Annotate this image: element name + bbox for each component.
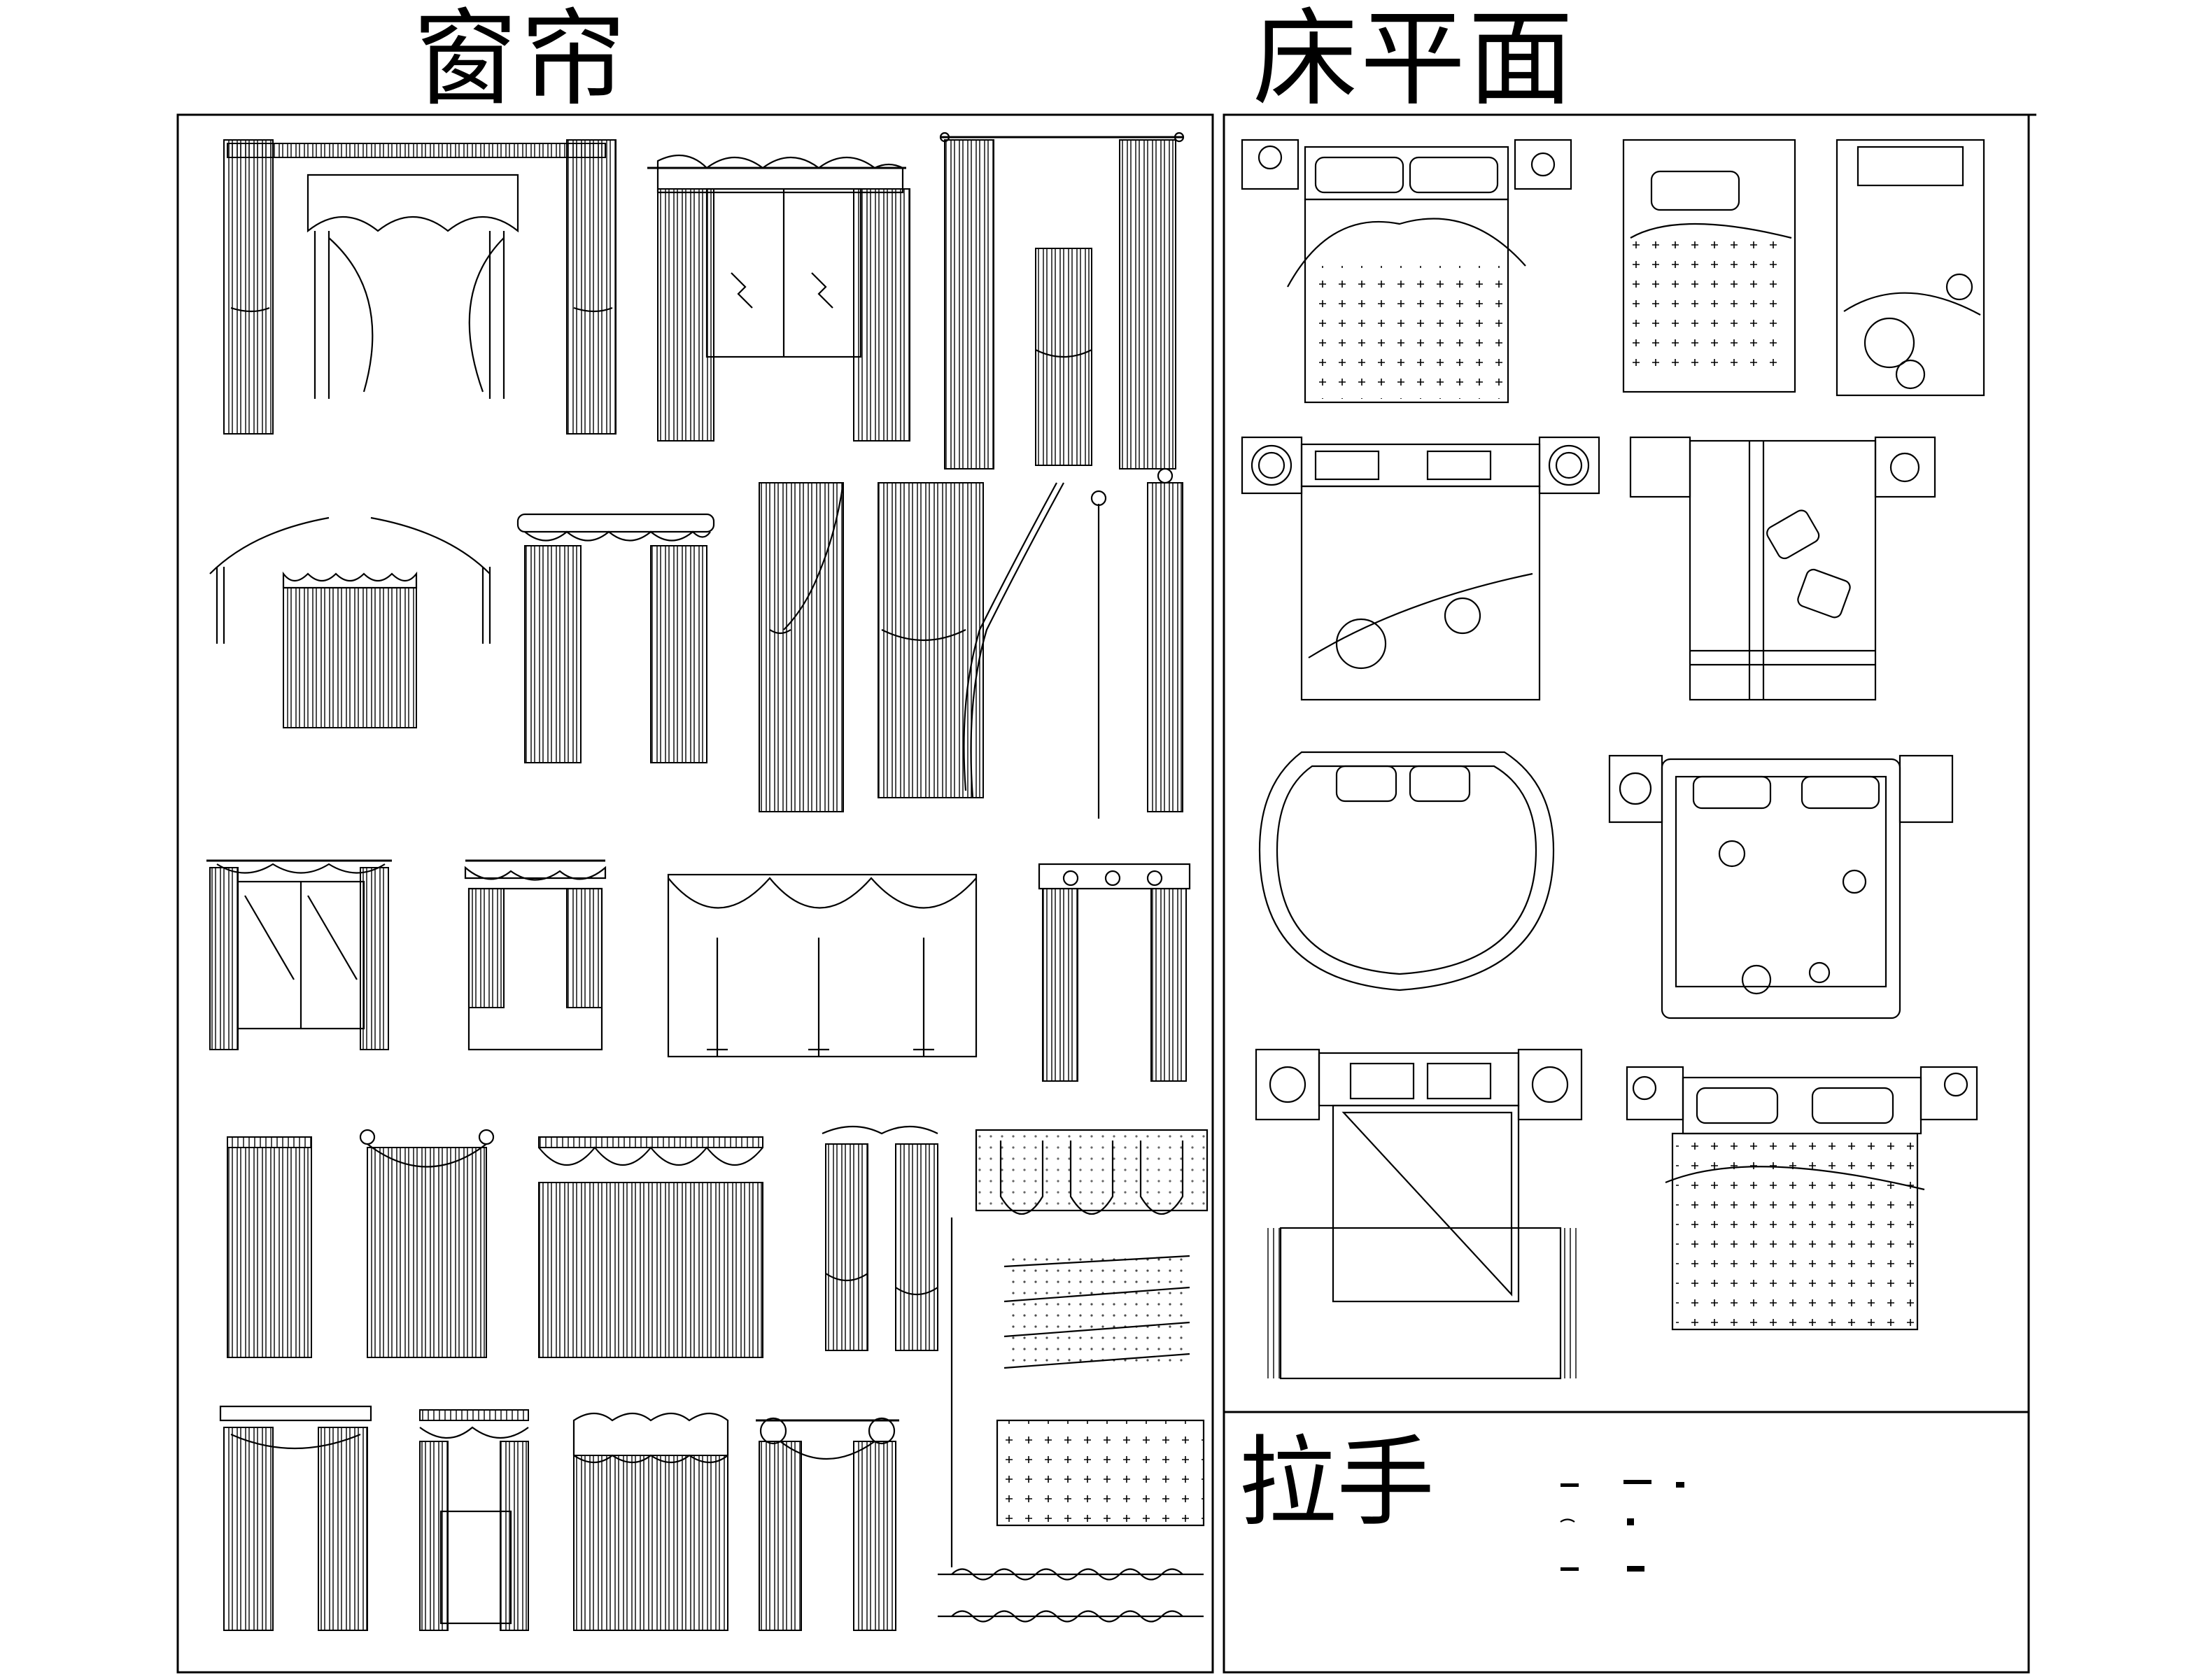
bed-plan-tufted-with-phone xyxy=(1608,754,1954,1019)
curtain-drawing-ruffled-panel xyxy=(759,482,845,812)
curtain-drawing-pair-on-rod xyxy=(939,132,1185,470)
bed-plan-round-bed xyxy=(1258,751,1555,991)
bed-plan-double-throw xyxy=(1626,1066,1978,1331)
curtain-drawing-window-tiebacks xyxy=(647,154,910,442)
curtain-drawing-tall-narrow xyxy=(1038,863,1191,1082)
curtain-drawing-scarf-swag xyxy=(359,1129,495,1358)
curtain-drawing-festoon-valance xyxy=(538,1136,763,1358)
bed-plan-single-with-pillow xyxy=(1622,139,1796,393)
curtain-drawing-fabric-panel xyxy=(938,1419,1205,1623)
curtain-drawing-swag-valance xyxy=(223,139,617,435)
curtain-drawing-pleated-header xyxy=(227,1136,312,1358)
bed-plans-section-title: 床平面 xyxy=(1253,0,1577,120)
curtain-drawing-layered-ruffle xyxy=(419,1409,529,1631)
curtain-drawing-puff-valance xyxy=(572,1412,729,1631)
curtain-drawing-cornice-tieback xyxy=(516,513,715,763)
bed-plan-with-rug xyxy=(1255,1048,1583,1380)
curtain-drawing-roman-shade-plan xyxy=(950,1129,1209,1567)
curtain-drawing-bow-tieback xyxy=(822,1125,938,1351)
curtain-drawing-triple-swag xyxy=(667,873,978,1058)
sheet-frames xyxy=(176,113,2036,1674)
curtain-drawing-lace-window xyxy=(464,859,607,1051)
bed-plan-double-round-nightstands xyxy=(1241,436,1600,701)
bed-plan-single-with-headboard xyxy=(1836,139,1985,397)
bed-plan-platform-crossed xyxy=(1629,436,1936,701)
curtain-drawing-blind-elevation xyxy=(1003,1255,1190,1369)
curtain-drawing-rosette-swag xyxy=(756,1417,899,1631)
bed-plan-double-with-nightstands xyxy=(1241,139,1572,404)
drawer-handle-symbols xyxy=(1560,1480,1684,1572)
bed-plans-frame xyxy=(1223,113,2030,1674)
handles-section-label: 拉手 xyxy=(1239,1426,1435,1540)
curtain-drawing-large-swag xyxy=(878,467,1183,819)
curtain-drawing-cornice-drape xyxy=(219,1405,372,1631)
curtain-drawing-window-valance xyxy=(206,859,392,1050)
curtains-frame xyxy=(176,113,1214,1674)
curtain-drawing-side-drapes xyxy=(209,516,491,728)
curtains-section-title: 窗帘 xyxy=(413,0,629,120)
